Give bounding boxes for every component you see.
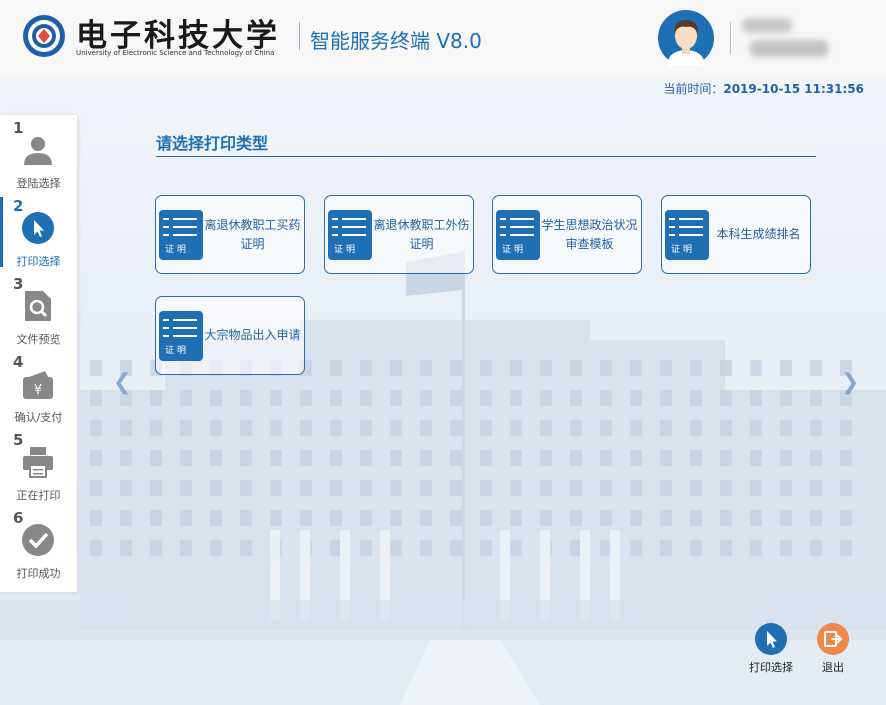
certificate-document-icon: 证明 [328, 210, 372, 260]
header-divider [299, 22, 300, 50]
print-type-card[interactable]: 证明 离退休教职工外伤证明 [324, 195, 474, 274]
user-avatar[interactable] [658, 10, 714, 66]
checkmark-circle-icon [22, 524, 54, 556]
wallet-yuan-icon: ¥ [23, 371, 53, 399]
header-divider-user [730, 22, 731, 54]
certificate-document-icon: 证明 [159, 210, 203, 260]
certificate-document-icon: 证明 [496, 210, 540, 260]
current-time: 当前时间：2019-10-15 11:31:56 [663, 80, 864, 97]
card-title: 离退休教职工买药证明 [204, 217, 301, 251]
cursor-click-icon [22, 212, 54, 244]
step-number: 2 [13, 197, 24, 215]
step-label: 打印选择 [16, 255, 61, 268]
print-type-card[interactable]: 证明 离退休教职工买药证明 [155, 195, 305, 274]
certificate-document-icon: 证明 [665, 210, 709, 260]
next-page-arrow[interactable]: ❯ [841, 370, 860, 395]
step-print-success: 6 打印成功 [0, 505, 77, 583]
prev-page-arrow[interactable]: ❮ [113, 370, 132, 395]
section-title: 请选择打印类型 [156, 134, 269, 153]
svg-text:证明: 证明 [671, 244, 695, 255]
step-confirm-pay: 4 ¥ 确认/支付 [0, 349, 77, 427]
card-title: 本科生成绩排名 [716, 227, 801, 241]
svg-text:¥: ¥ [34, 383, 42, 398]
user-info-blurred [742, 18, 828, 60]
document-search-icon [25, 291, 51, 321]
step-label: 打印成功 [16, 567, 61, 580]
progress-steps-sidebar: 1 登陆选择 2 打印选择 3 文件预览 4 ¥ 确认/支付 [0, 115, 77, 592]
university-name-en: University of Electronic Science and Tec… [76, 49, 275, 57]
card-title: 大宗物品出入申请 [204, 328, 301, 342]
university-seal-logo [23, 15, 65, 57]
card-title: 离退休教职工外伤证明 [373, 217, 470, 251]
exit-button[interactable]: 退出 [803, 622, 863, 674]
printer-icon [23, 447, 53, 478]
user-icon [24, 137, 52, 165]
step-label: 正在打印 [16, 489, 61, 502]
university-name-cn: 电子科技大学 [76, 18, 280, 54]
exit-label: 退出 [822, 661, 844, 674]
certificate-document-icon: 证明 [159, 311, 203, 361]
print-select-label: 打印选择 [749, 661, 793, 674]
step-label: 文件预览 [16, 333, 61, 346]
print-select-button[interactable]: 打印选择 [741, 622, 801, 674]
print-type-card[interactable]: 证明 大宗物品出入申请 [155, 296, 305, 375]
system-title: 智能服务终端 V8.0 [310, 29, 482, 53]
step-number: 5 [13, 431, 24, 449]
step-printing: 5 正在打印 [0, 427, 77, 505]
section-divider [156, 156, 816, 157]
cursor-click-icon [755, 623, 787, 655]
top-header: 电子科技大学 University of Electronic Science … [0, 0, 886, 76]
svg-text:证明: 证明 [502, 244, 526, 255]
step-number: 1 [13, 119, 24, 137]
card-title: 学生思想政治状况审查模板 [541, 217, 638, 251]
step-number: 4 [13, 353, 24, 371]
step-login-select: 1 登陆选择 [0, 115, 77, 193]
current-time-label: 当前时间： [663, 82, 724, 96]
step-label: 确认/支付 [14, 411, 63, 424]
current-time-value: 2019-10-15 11:31:56 [723, 82, 864, 96]
step-file-preview: 3 文件预览 [0, 271, 77, 349]
step-label: 登陆选择 [16, 177, 61, 190]
svg-text:证明: 证明 [165, 244, 189, 255]
step-print-select: 2 打印选择 [0, 193, 77, 271]
exit-icon [817, 623, 849, 655]
step-number: 3 [13, 275, 24, 293]
print-type-card[interactable]: 证明 学生思想政治状况审查模板 [492, 195, 642, 274]
active-step-indicator [0, 197, 3, 267]
step-number: 6 [13, 509, 24, 527]
print-type-card[interactable]: 证明 本科生成绩排名 [661, 195, 811, 274]
svg-text:证明: 证明 [165, 345, 189, 356]
svg-text:证明: 证明 [334, 244, 358, 255]
